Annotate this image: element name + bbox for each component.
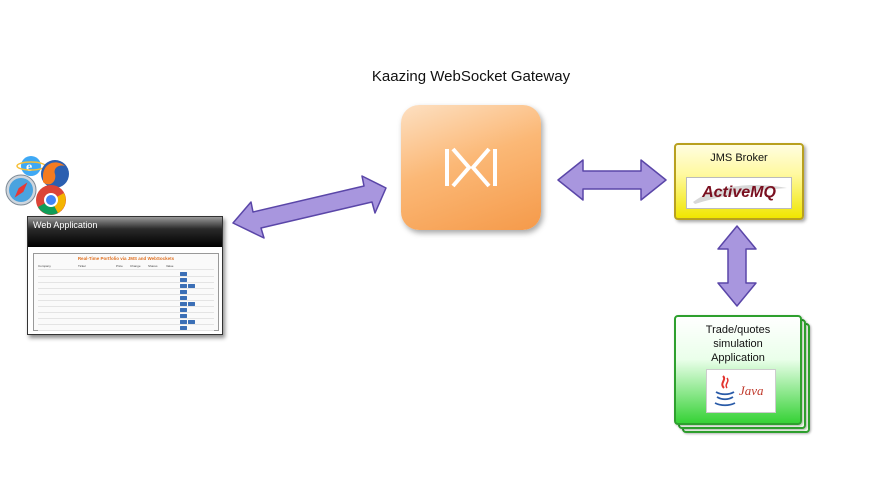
- java-logo-text: Java: [739, 383, 764, 398]
- col-value: Value: [166, 264, 174, 268]
- table-row: [38, 319, 214, 325]
- internet-explorer-icon: e: [16, 156, 46, 176]
- arrow-webapp-gateway: [232, 175, 387, 239]
- table-row: [38, 307, 214, 313]
- svg-text:e: e: [26, 160, 32, 175]
- safari-icon: [5, 174, 37, 206]
- jms-broker-label: JMS Broker: [710, 152, 768, 164]
- trade-sim-box: Trade/quotes simulation Application Java: [674, 315, 802, 425]
- kaazing-gateway-box: [401, 105, 541, 230]
- table-row: [38, 283, 214, 289]
- col-price: Price: [116, 264, 123, 268]
- browser-icons-graphic: e: [5, 156, 69, 215]
- arrow-jms-trade: [717, 225, 757, 307]
- activemq-logo: ActiveMQ: [686, 177, 792, 209]
- trade-sim-label-line-1: Trade/quotes: [705, 324, 771, 336]
- jms-broker-box: JMS Broker ActiveMQ: [674, 143, 804, 220]
- arrow-gateway-jms: [557, 159, 667, 201]
- table-row: [38, 271, 214, 277]
- portfolio-title: Real-Time Portfolio via JMS and WebSocke…: [77, 256, 175, 261]
- web-app-titlebar: Web Application: [28, 217, 222, 247]
- web-application-window: Web Application Real-Time Portfolio via …: [27, 216, 223, 335]
- table-row: [38, 277, 214, 283]
- table-row: [38, 313, 214, 319]
- table-row: [38, 325, 214, 331]
- col-change: Change: [130, 264, 141, 268]
- portfolio-header-row: Company Ticker Price Change Shares Value: [38, 264, 214, 270]
- gateway-title: Kaazing WebSocket Gateway: [371, 68, 571, 85]
- table-row: [38, 295, 214, 301]
- java-cup-icon: [714, 375, 736, 407]
- table-row: [38, 301, 214, 307]
- table-row: [38, 289, 214, 295]
- col-ticker: Ticker: [78, 264, 87, 268]
- col-company: Company: [38, 264, 51, 268]
- java-logo: Java: [706, 369, 776, 413]
- portfolio-screenshot: Real-Time Portfolio via JMS and WebSocke…: [33, 253, 219, 331]
- kaazing-logo-icon: [445, 147, 497, 188]
- col-shares: Shares: [148, 264, 158, 268]
- trade-sim-label-line-3: Application: [711, 352, 765, 364]
- trade-sim-label-line-2: simulation: [713, 338, 763, 350]
- browser-icons: e: [3, 154, 73, 220]
- activemq-logo-text: ActiveMQ: [702, 184, 776, 201]
- trade-sim-label: Trade/quotes simulation Application: [676, 323, 800, 365]
- firefox-icon: [41, 160, 69, 188]
- web-app-title: Web Application: [33, 220, 98, 230]
- chrome-icon: [36, 185, 66, 215]
- activemq-feather-icon: [693, 184, 787, 204]
